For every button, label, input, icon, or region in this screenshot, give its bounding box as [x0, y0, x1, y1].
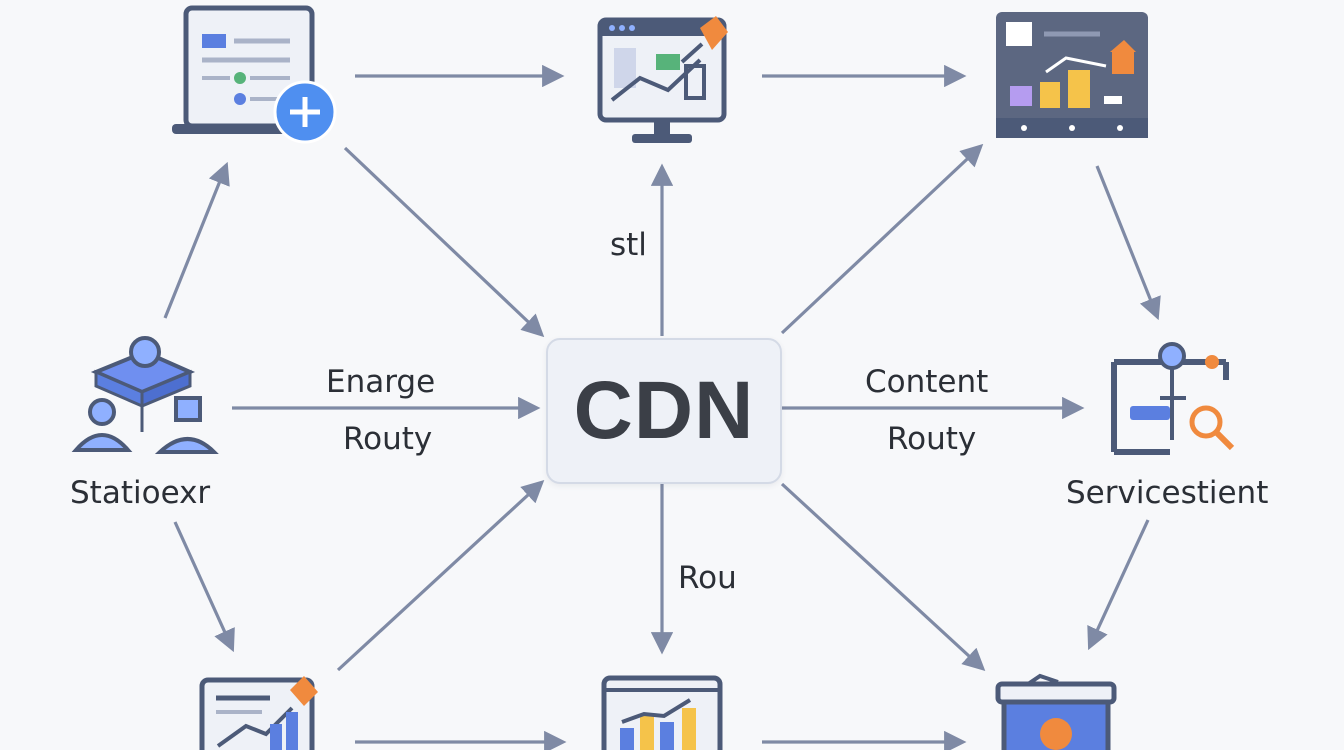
top-edge-label: stl [610, 227, 647, 263]
left-edge-label-line1: Enarge [326, 364, 436, 400]
user-group-icon [71, 336, 219, 454]
storage-bin-icon [995, 673, 1117, 750]
left-edge-label-line2: Routy [343, 421, 433, 457]
arrow-bottomleft-to-center [336, 479, 545, 672]
arrow-center-to-topright [780, 143, 984, 335]
pipeline-search-icon [1111, 342, 1235, 455]
arrow-right-to-bottomright [1087, 519, 1150, 651]
right-edge-label-line1: Content [865, 364, 989, 400]
bottom-edge-label: Rou [678, 560, 737, 596]
right-edge-label-line2: Routy [887, 421, 977, 457]
arrow-topright-to-right [1095, 165, 1161, 321]
report-chart-icon [199, 676, 318, 750]
cdn-node: CDN [546, 338, 782, 484]
arrows [163, 64, 1161, 750]
monitor-dashboard-icon [597, 16, 728, 143]
bar-chart-icon [601, 675, 723, 750]
laptop-add-icon [172, 5, 337, 144]
arrow-topleft-to-center [343, 146, 545, 338]
arrow-center-to-bottomright [780, 482, 986, 672]
arrow-left-to-bottomleft [173, 521, 235, 653]
right-node-label: Servicestient [1066, 475, 1269, 511]
cdn-node-label: CDN [573, 365, 755, 456]
arrow-left-to-topleft [163, 161, 230, 319]
media-panel-icon [996, 12, 1148, 138]
left-node-label: Statioexr [70, 475, 211, 511]
